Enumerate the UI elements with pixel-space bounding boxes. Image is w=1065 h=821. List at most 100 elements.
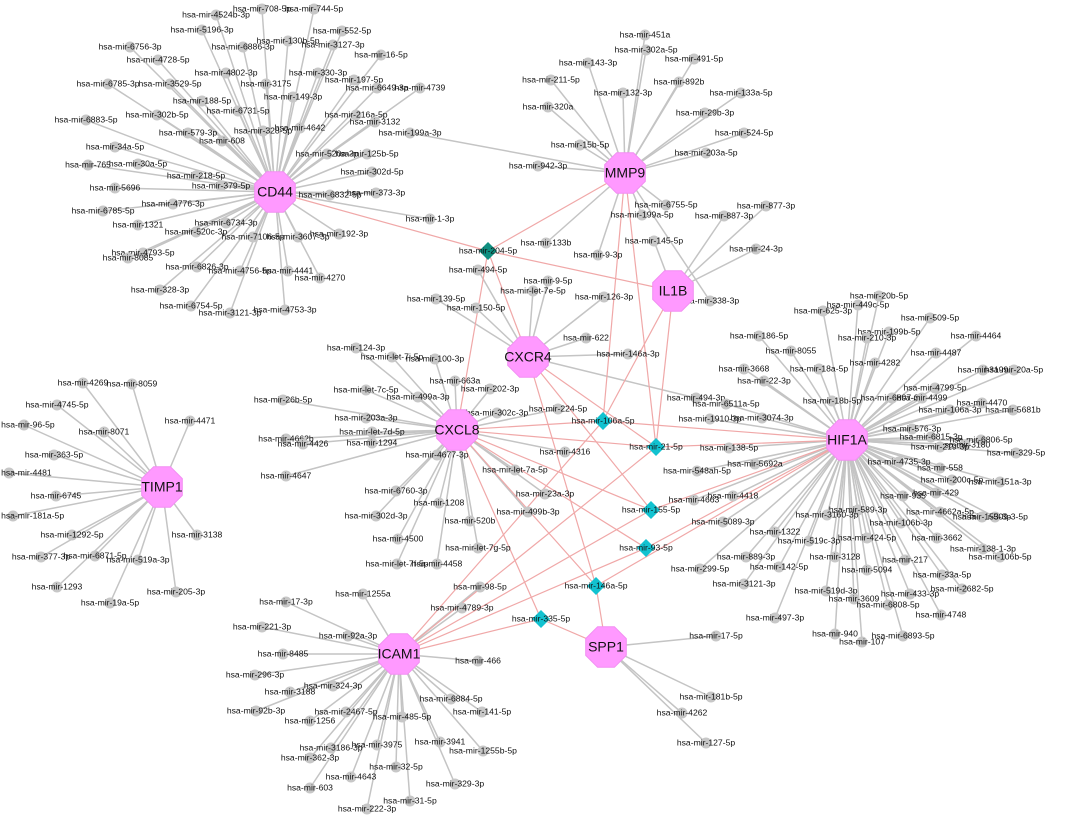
mirna-node[interactable]: hsa-mir-9-3p [574,249,623,261]
mirna-node[interactable]: hsa-mir-4745-5p [25,399,89,411]
mirna-node[interactable]: hsa-mir-942-3p [509,160,567,172]
mirna-node[interactable]: hsa-mir-6734-3p [194,217,258,229]
mirna-node[interactable]: hsa-mir-26b-5p [254,394,312,406]
hub-gene-cxcr4[interactable]: CXCR4 [504,336,552,378]
mirna-node[interactable]: hsa-mir-106b-3p [869,517,933,529]
mirna-node[interactable]: hsa-mir-202-3p [461,383,519,395]
mirna-node[interactable]: hsa-mir-218-5p [167,170,225,182]
mirna-node[interactable]: hsa-mir-100-3p [406,353,464,365]
mirna-node[interactable]: hsa-mir-4499 [897,392,948,404]
mirna-node[interactable]: hsa-mir-17-3p [259,596,313,608]
mirna-node[interactable]: hsa-mir-4662b [258,433,314,445]
mirna-node[interactable]: hsa-mir-96-5p [1,419,55,431]
mirna-node[interactable]: hsa-mir-let-7f-5p [365,558,429,570]
mirna-node[interactable]: hsa-mir-299-5p [671,563,729,575]
mirna-node[interactable]: hsa-mir-138-1-3p [950,543,1016,555]
mirna-node[interactable]: hsa-mir-330-3p [289,67,347,79]
hub-gene-spp1[interactable]: SPP1 [585,626,627,668]
key-mirna-node[interactable]: hsa-mir-335-5p [512,610,570,628]
mirna-node[interactable]: hsa-mir-4799-5p [903,382,967,394]
mirna-node[interactable]: hsa-mir-4500 [373,533,424,545]
mirna-node[interactable]: hsa-mir-4748 [916,609,967,621]
mirna-node[interactable]: hsa-mir-9-5p [524,275,573,287]
mirna-node[interactable]: hsa-mir-491-5p [665,53,723,65]
hub-gene-il1b[interactable]: IL1B [652,270,694,312]
mirna-node[interactable]: hsa-mir-3180 [940,439,991,451]
mirna-node[interactable]: hsa-mir-6883-5p [54,114,118,126]
mirna-node[interactable]: hsa-mir-2682-5p [930,583,994,595]
mirna-node[interactable]: hsa-mir-3127-3p [301,39,365,51]
mirna-node[interactable]: hsa-mir-4739 [395,82,446,94]
mirna-node[interactable]: hsa-mir-4728-5p [126,54,190,66]
mirna-node[interactable]: hsa-mir-6886-3p [211,41,275,53]
mirna-node[interactable]: hsa-mir-509-3-5p [962,511,1028,523]
mirna-node[interactable]: hsa-mir-4441 [263,265,314,277]
mirna-node[interactable]: hsa-mir-4753-3p [253,304,317,316]
mirna-node[interactable]: hsa-mir-6755-5p [634,199,698,211]
mirna-node[interactable]: hsa-mir-4316 [540,446,591,458]
mirna-node[interactable]: hsa-mir-3529-5p [138,78,202,90]
mirna-node[interactable]: hsa-mir-4418 [708,490,759,502]
mirna-node[interactable]: hsa-mir-143-3p [559,57,617,69]
mirna-node[interactable]: hsa-mir-200c-5p [921,474,984,486]
mirna-node[interactable]: hsa-mir-589-3p [829,504,887,516]
mirna-node[interactable]: hsa-mir-4802-3p [194,67,258,79]
mirna-node[interactable]: hsa-mir-519c-3p [778,535,841,547]
mirna-node[interactable]: hsa-mir-6785-3p [76,78,140,90]
mirna-node[interactable]: hsa-mir-519a-3p [106,554,170,566]
mirna-node[interactable]: hsa-mir-379-5p [192,180,250,192]
mirna-node[interactable]: hsa-mir-132-3p [594,87,652,99]
mirna-node[interactable]: hsa-mir-138-5p [700,442,758,454]
mirna-node[interactable]: hsa-mir-221-3p [233,621,291,633]
mirna-node[interactable]: hsa-mir-6754-5p [159,300,223,312]
mirna-node[interactable]: hsa-mir-4756-5p [208,265,272,277]
mirna-node[interactable]: hsa-mir-150-5p [447,302,505,314]
mirna-node[interactable]: hsa-mir-141-5p [453,706,511,718]
mirna-node[interactable]: hsa-mir-31-5p [383,795,437,807]
hub-gene-hif1a[interactable]: HIF1A [826,419,868,461]
mirna-node[interactable]: hsa-mir-6808-5p [856,599,920,611]
mirna-node[interactable]: hsa-mir-145-5p [625,235,683,247]
mirna-node[interactable]: hsa-mir-8071 [79,426,130,438]
mirna-node[interactable]: hsa-mir-199a-3p [378,127,442,139]
key-mirna-node[interactable]: hsa-mir-204-5p [459,242,517,260]
mirna-node[interactable]: hsa-mir-92b-3p [227,705,285,717]
mirna-node[interactable]: hsa-mir-744-5p [285,3,343,15]
mirna-node[interactable]: hsa-mir-324-3p [304,680,362,692]
mirna-node[interactable]: hsa-mir-449c-5p [827,299,890,311]
mirna-node[interactable]: hsa-mir-181b-5p [679,691,743,703]
mirna-node[interactable]: hsa-mir-363-5p [25,449,83,461]
mirna-node[interactable]: hsa-mir-17-5p [689,630,743,642]
mirna-node[interactable]: hsa-mir-4643 [326,771,377,783]
mirna-node[interactable]: hsa-mir-877-3p [737,200,795,212]
mirna-node[interactable]: hsa-mir-4270 [295,272,346,284]
mirna-node[interactable]: hsa-mir-8055 [766,345,817,357]
mirna-node[interactable]: hsa-mir-5692a [727,458,783,470]
mirna-node[interactable]: hsa-mir-let-7g-5p [445,542,511,554]
mirna-node[interactable]: hsa-mir-4663 [669,494,720,506]
mirna-node[interactable]: hsa-mir-4282 [850,357,901,369]
mirna-node[interactable]: hsa-mir-329-3p [426,778,484,790]
mirna-node[interactable]: hsa-mir-1294 [347,437,398,449]
mirna-node[interactable]: hsa-mir-466 [455,655,501,667]
mirna-node[interactable]: hsa-mir-1322 [750,526,801,538]
mirna-node[interactable]: hsa-mir-let-7e-5p [500,285,566,297]
mirna-node[interactable]: hsa-mir-1321 [113,219,164,231]
mirna-node[interactable]: hsa-mir-338-3p [681,295,739,307]
mirna-node[interactable]: hsa-mir-6832-5p [298,189,362,201]
mirna-node[interactable]: hsa-mir-6871-5p [63,550,127,562]
key-mirna-node[interactable]: hsa-mir-106a-5p [571,412,635,430]
mirna-node[interactable]: hsa-mir-211-5p [522,74,580,86]
mirna-node[interactable]: hsa-mir-320a [523,101,574,113]
mirna-node[interactable]: hsa-mir-let-7a-5p [482,464,548,476]
mirna-node[interactable]: hsa-mir-548ah-5p [663,465,731,477]
mirna-node[interactable]: hsa-mir-302a-5p [614,44,678,56]
mirna-node[interactable]: hsa-mir-1910-3p [678,413,742,425]
mirna-node[interactable]: hsa-mir-4471 [165,415,216,427]
mirna-node[interactable]: hsa-mir-22-3p [737,375,791,387]
mirna-node[interactable]: hsa-mir-4426 [278,438,329,450]
mirna-node[interactable]: hsa-mir-199a-5p [610,209,674,221]
mirna-node[interactable]: hsa-mir-3668 [719,363,770,375]
mirna-node[interactable]: hsa-mir-3121-3p [712,578,776,590]
mirna-node[interactable]: hsa-mir-1255b-5p [449,745,517,757]
